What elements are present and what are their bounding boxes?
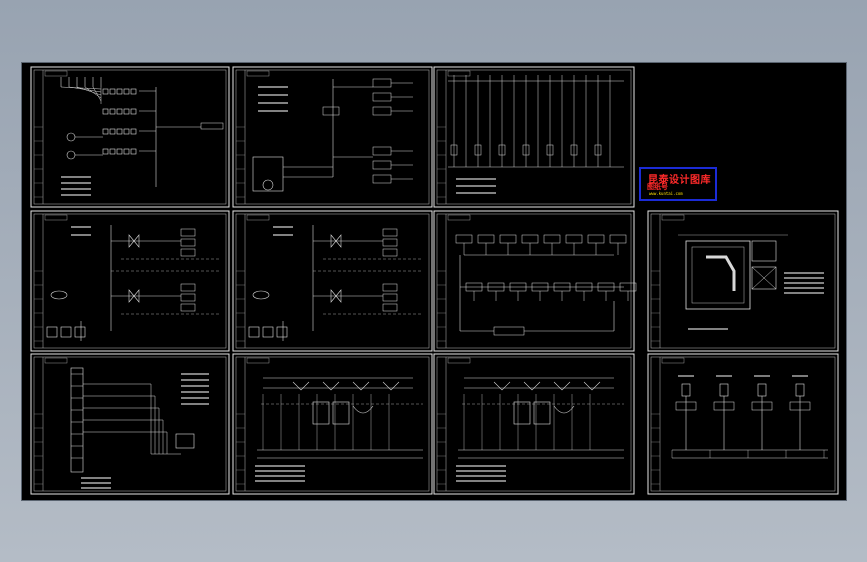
sheet-10-frame — [232, 353, 433, 495]
sheet-2-frame — [232, 66, 433, 208]
cad-drawing — [30, 66, 839, 495]
watermark-stamp: 昆泰设计图库 图纸号 www.kuntai.com — [639, 167, 717, 201]
sheet-7-frame — [433, 210, 635, 352]
sheet-3-frame — [433, 66, 635, 208]
watermark-line: www.kuntai.com — [649, 191, 683, 196]
watermark-subtitle: 图纸号 — [647, 183, 668, 191]
sheet-12-frame — [647, 353, 839, 495]
sheet-9-frame — [30, 353, 230, 495]
sheet-8-frame — [647, 210, 839, 352]
watermark-title: 昆泰设计图库 — [648, 175, 711, 186]
drawing-canvas[interactable]: 昆泰设计图库 图纸号 www.kuntai.com — [21, 62, 847, 501]
sheet-1-frame — [30, 66, 230, 208]
sheet-6-frame — [232, 210, 433, 352]
sheet-5-frame — [30, 210, 230, 352]
sheet-11-frame — [433, 353, 635, 495]
